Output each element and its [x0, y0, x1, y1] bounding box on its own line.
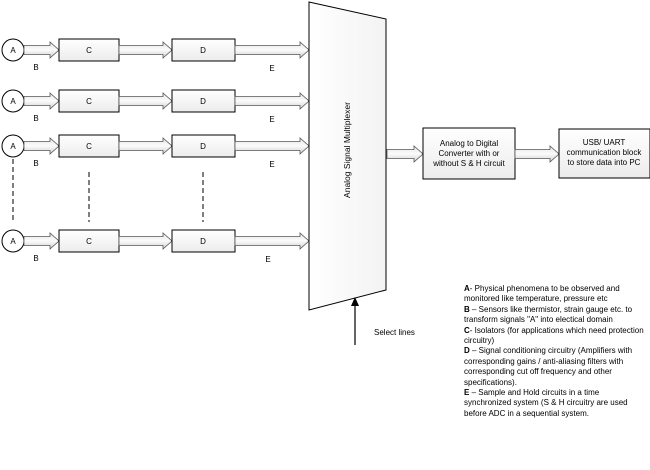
connector-arrow	[118, 137, 173, 155]
legend-key: B	[464, 304, 470, 314]
phenomenon-label: A	[10, 97, 16, 106]
legend-item: B – Sensors like thermistor, strain gaug…	[464, 305, 646, 326]
conditioning-label: D	[200, 237, 206, 246]
sample-hold-arrow	[234, 41, 310, 59]
usb-uart-label-line: USB/ UART	[583, 138, 626, 147]
connector-arrow	[118, 41, 173, 59]
signal-row: A B C D E	[1, 134, 310, 169]
isolator-label: C	[86, 46, 92, 55]
legend-text: - Physical phenomena to be observed and …	[464, 284, 620, 304]
sample-hold-label: E	[269, 115, 274, 124]
select-lines-arrowhead	[351, 297, 359, 306]
phenomenon-label: A	[10, 142, 16, 151]
sensor-label: B	[33, 114, 38, 123]
sensor-arrow	[23, 232, 60, 250]
multiplexer-block	[308, 1, 387, 311]
sample-hold-arrow	[234, 232, 310, 250]
adc-to-usb-arrow	[514, 145, 560, 163]
sample-hold-arrow	[234, 92, 310, 110]
usb-uart-label-line: to store data into PC	[568, 158, 641, 167]
sample-hold-arrow	[234, 137, 310, 155]
sensor-arrow	[23, 92, 60, 110]
sensor-arrow	[23, 137, 60, 155]
conditioning-label: D	[200, 46, 206, 55]
isolator-label: C	[86, 97, 92, 106]
legend-text: – Sensors like thermistor, strain gauge …	[464, 304, 633, 325]
phenomenon-label: A	[10, 46, 16, 55]
adc-label-line: Converter with or	[439, 149, 500, 158]
sample-hold-label: E	[269, 160, 274, 169]
legend-text: - Isolators (for applications which need…	[464, 325, 644, 346]
select-lines-label: Select lines	[374, 328, 415, 337]
sample-hold-label: E	[269, 64, 274, 73]
isolator-label: C	[86, 142, 92, 151]
legend-key: D	[464, 346, 470, 356]
legend-text: – Sample and Hold circuits in a time syn…	[464, 388, 628, 418]
legend-key: A	[464, 284, 470, 293]
multiplexer-label: Analog Signal Multiplexer	[342, 102, 352, 198]
conditioning-label: D	[200, 142, 206, 151]
legend-item: C- Isolators (for applications which nee…	[464, 326, 646, 347]
legend-item: A- Physical phenomena to be observed and…	[464, 284, 646, 305]
legend-key: C	[464, 325, 470, 335]
usb-uart-block	[558, 128, 650, 179]
legend-key: E	[464, 388, 470, 398]
sample-hold-label: E	[265, 255, 270, 264]
connector-arrow	[118, 92, 173, 110]
sensor-label: B	[33, 254, 38, 263]
mux-to-adc-arrow	[386, 145, 424, 163]
adc-block	[422, 127, 516, 180]
signal-row: A B C D E	[1, 89, 310, 124]
adc-label-line: without S & H circuit	[432, 159, 505, 168]
signal-row: A B C D E	[1, 38, 310, 73]
conditioning-label: D	[200, 97, 206, 106]
legend-item: D – Signal conditioning circuitry (Ampli…	[464, 346, 646, 388]
legend-text: – Signal conditioning circuitry (Amplifi…	[464, 346, 633, 387]
sensor-arrow	[23, 41, 60, 59]
isolator-label: C	[86, 237, 92, 246]
connector-arrow	[118, 232, 173, 250]
sensor-label: B	[33, 159, 38, 168]
legend: A- Physical phenomena to be observed and…	[464, 284, 646, 419]
phenomenon-label: A	[10, 237, 16, 246]
sensor-label: B	[33, 63, 38, 72]
usb-uart-label-line: communication block	[567, 148, 643, 157]
signal-row: A B C D E	[1, 229, 310, 264]
legend-item: E – Sample and Hold circuits in a time s…	[464, 388, 646, 419]
adc-label-line: Analog to Digital	[440, 139, 498, 148]
